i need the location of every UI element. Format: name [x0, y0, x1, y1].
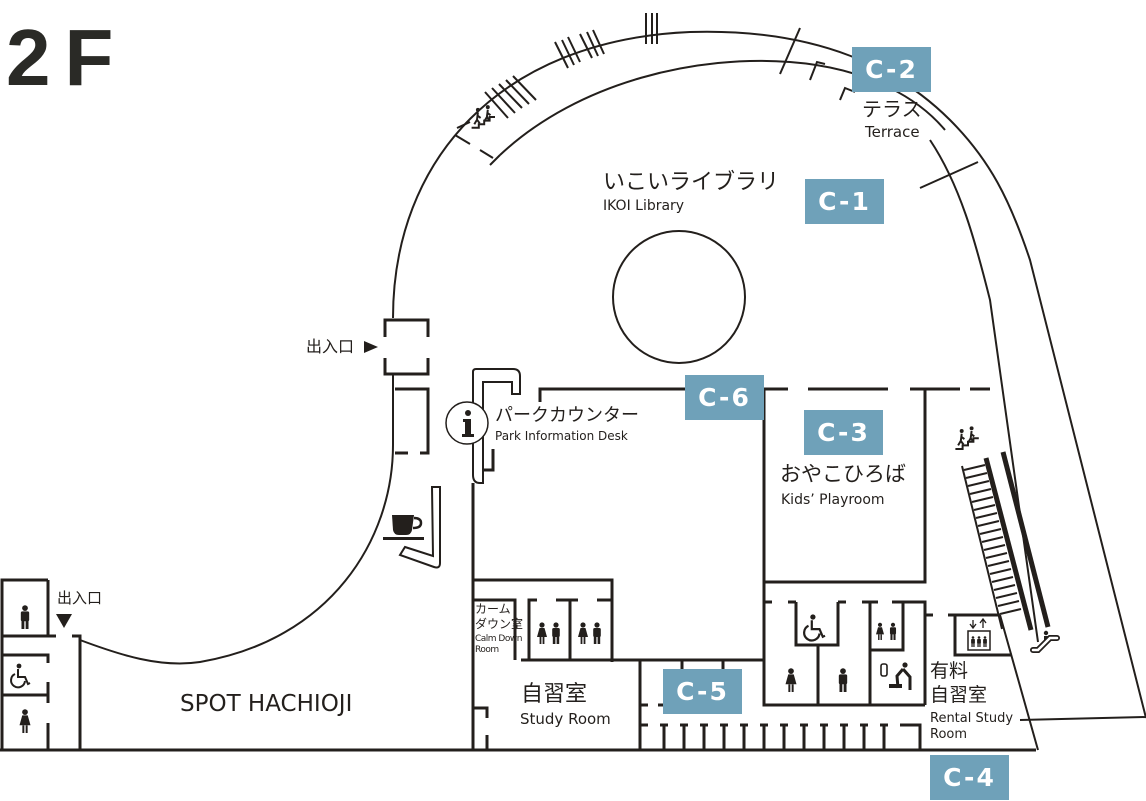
calm-down-label-en-2: Room — [475, 645, 499, 655]
southwest-entrance-label: 出入口 — [57, 589, 103, 607]
outer-wall — [79, 30, 1146, 719]
baby-changing-icon — [880, 662, 912, 690]
restroom-men-icon — [838, 668, 848, 692]
zone-badge-c5[interactable]: C-5 — [663, 669, 742, 714]
top-ring-details — [454, 13, 979, 189]
study-room-label-en[interactable]: Study Room — [520, 710, 611, 728]
zone-badge-c6[interactable]: C-6 — [685, 375, 764, 420]
info-desk-label-jp[interactable]: パークカウンター — [495, 405, 639, 426]
west-entrance — [383, 318, 430, 455]
escalator-stairs — [961, 451, 1051, 631]
southwest-walls — [0, 578, 1036, 752]
escalator-icon — [1030, 630, 1060, 653]
zone-badge-c1[interactable]: C-1 — [805, 179, 884, 224]
restroom-men-icon — [20, 605, 30, 629]
stairs-icon — [954, 425, 980, 450]
information-icon[interactable] — [445, 401, 489, 445]
restroom-accessible-icon — [10, 662, 31, 689]
stairs-icon — [470, 104, 496, 129]
cafe-counter — [398, 486, 441, 569]
calm-down-label-en-1: Calm Down — [475, 634, 522, 644]
floor-title: 2F — [6, 13, 128, 102]
east-bottom-wall — [1019, 716, 1146, 721]
spot-hachioji-label[interactable]: SPOT HACHIOJI — [180, 691, 353, 717]
rental-study-label-en-2[interactable]: Room — [930, 727, 968, 742]
rental-study-label-jp-1[interactable]: 有料 — [930, 660, 969, 682]
terrace-label-jp: テラス — [862, 97, 922, 121]
kids-label-en[interactable]: Kids’ Playroom — [781, 492, 885, 508]
restroom-women-icon — [19, 709, 31, 733]
restroom-women-icon — [785, 668, 797, 692]
cafe-icon[interactable] — [383, 515, 424, 540]
entrance-arrow-icon — [364, 341, 378, 353]
study-room-label-jp[interactable]: 自習室 — [521, 682, 588, 707]
restroom-all-gender-icon — [876, 622, 897, 640]
central-walls — [471, 387, 1039, 751]
library-label-en[interactable]: IKOI Library — [603, 198, 685, 214]
elevator-icon — [967, 617, 991, 651]
west-entrance-label: 出入口 — [306, 337, 355, 356]
restroom-all-gender-icon — [537, 622, 560, 644]
rental-study-label-en-1[interactable]: Rental Study — [930, 711, 1014, 726]
terrace-label-en: Terrace — [865, 123, 920, 141]
center-atrium-circle — [612, 230, 746, 364]
info-counter — [472, 368, 521, 484]
calm-down-label-jp-1: カーム — [475, 602, 511, 616]
entrance-arrow-icon — [56, 614, 72, 628]
rental-study-label-jp-2[interactable]: 自習室 — [930, 684, 988, 706]
info-desk-label-en[interactable]: Park Information Desk — [495, 429, 628, 443]
restroom-accessible-icon — [803, 613, 827, 642]
restroom-all-gender-icon — [578, 622, 601, 644]
kids-label-jp[interactable]: おやこひろば — [780, 462, 906, 486]
calm-down-label-jp-2: ダウン室 — [475, 617, 524, 631]
library-label-jp[interactable]: いこいライブラリ — [603, 170, 780, 195]
zone-badge-c4[interactable]: C-4 — [930, 755, 1009, 800]
zone-badge-c3[interactable]: C-3 — [804, 410, 883, 455]
zone-badge-c2[interactable]: C-2 — [852, 47, 931, 92]
